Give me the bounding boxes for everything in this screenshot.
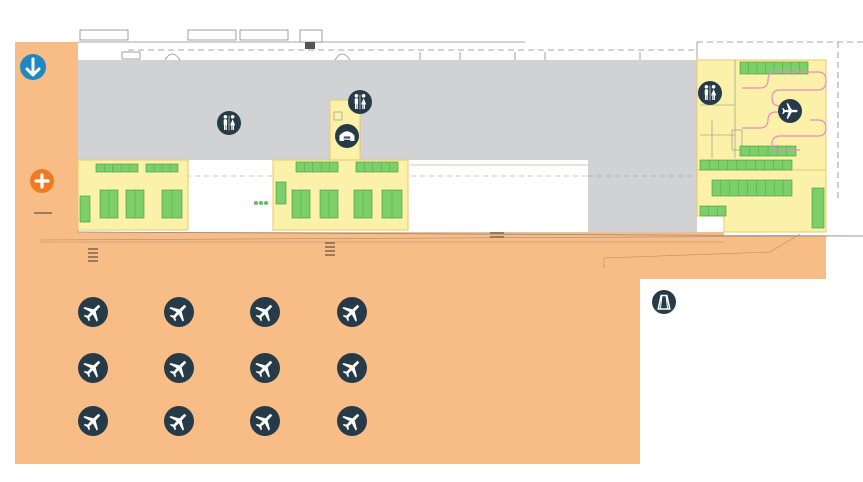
apron-area <box>15 42 826 464</box>
aircraft-stand-marker[interactable] <box>337 297 367 327</box>
plant-decoration <box>254 201 268 205</box>
security-queue-lanes <box>742 71 827 151</box>
restroom-marker-east[interactable] <box>698 81 722 105</box>
aircraft-stand-marker[interactable] <box>250 297 280 327</box>
aircraft-stand-marker[interactable] <box>337 353 367 383</box>
aircraft-stand-marker[interactable] <box>337 406 367 436</box>
restroom-marker-west[interactable] <box>217 111 241 135</box>
aircraft-stand-marker[interactable] <box>78 353 108 383</box>
aircraft-stand-marker[interactable] <box>164 406 194 436</box>
seating-areas <box>79 61 825 229</box>
ground-markings <box>34 212 504 262</box>
seating-block <box>699 205 727 217</box>
roof-unit <box>305 42 315 49</box>
seating-block <box>711 179 793 197</box>
seating-block <box>355 161 399 173</box>
aircraft-stands <box>78 297 367 436</box>
first-aid-marker[interactable]: plus-icon <box>30 169 54 193</box>
aircraft-stand-marker[interactable] <box>250 406 280 436</box>
seating-block <box>275 181 287 205</box>
aircraft-stand-marker[interactable] <box>250 353 280 383</box>
terminal-concourse <box>78 60 697 232</box>
shelter-marker[interactable] <box>335 124 359 148</box>
seating-block <box>295 161 339 173</box>
departures-marker[interactable] <box>778 99 802 123</box>
seating-block <box>811 187 825 229</box>
jet-bridge-marker[interactable] <box>652 290 676 314</box>
restroom-marker-central[interactable] <box>348 90 372 114</box>
seating-block <box>79 195 91 223</box>
aircraft-stand-marker[interactable] <box>78 406 108 436</box>
aircraft-stand-marker[interactable] <box>164 297 194 327</box>
aircraft-stand-marker[interactable] <box>164 353 194 383</box>
roof-fixtures <box>79 29 641 61</box>
exit-marker[interactable]: arrow-down-icon <box>20 54 46 80</box>
aircraft-stand-marker[interactable] <box>78 297 108 327</box>
seating-block <box>95 163 139 173</box>
